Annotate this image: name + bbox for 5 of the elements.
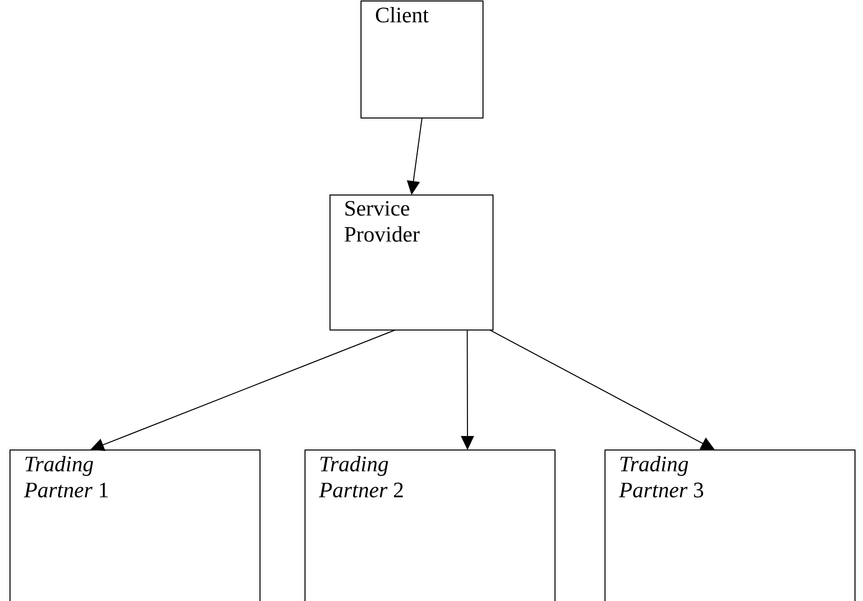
box: Service Provider [330,194,494,330]
box: Trading Partner 2 [304,449,556,601]
box: Trading Partner 1 [10,449,260,601]
box: Trading Partner 3 [604,449,856,601]
box: Client [360,0,484,118]
